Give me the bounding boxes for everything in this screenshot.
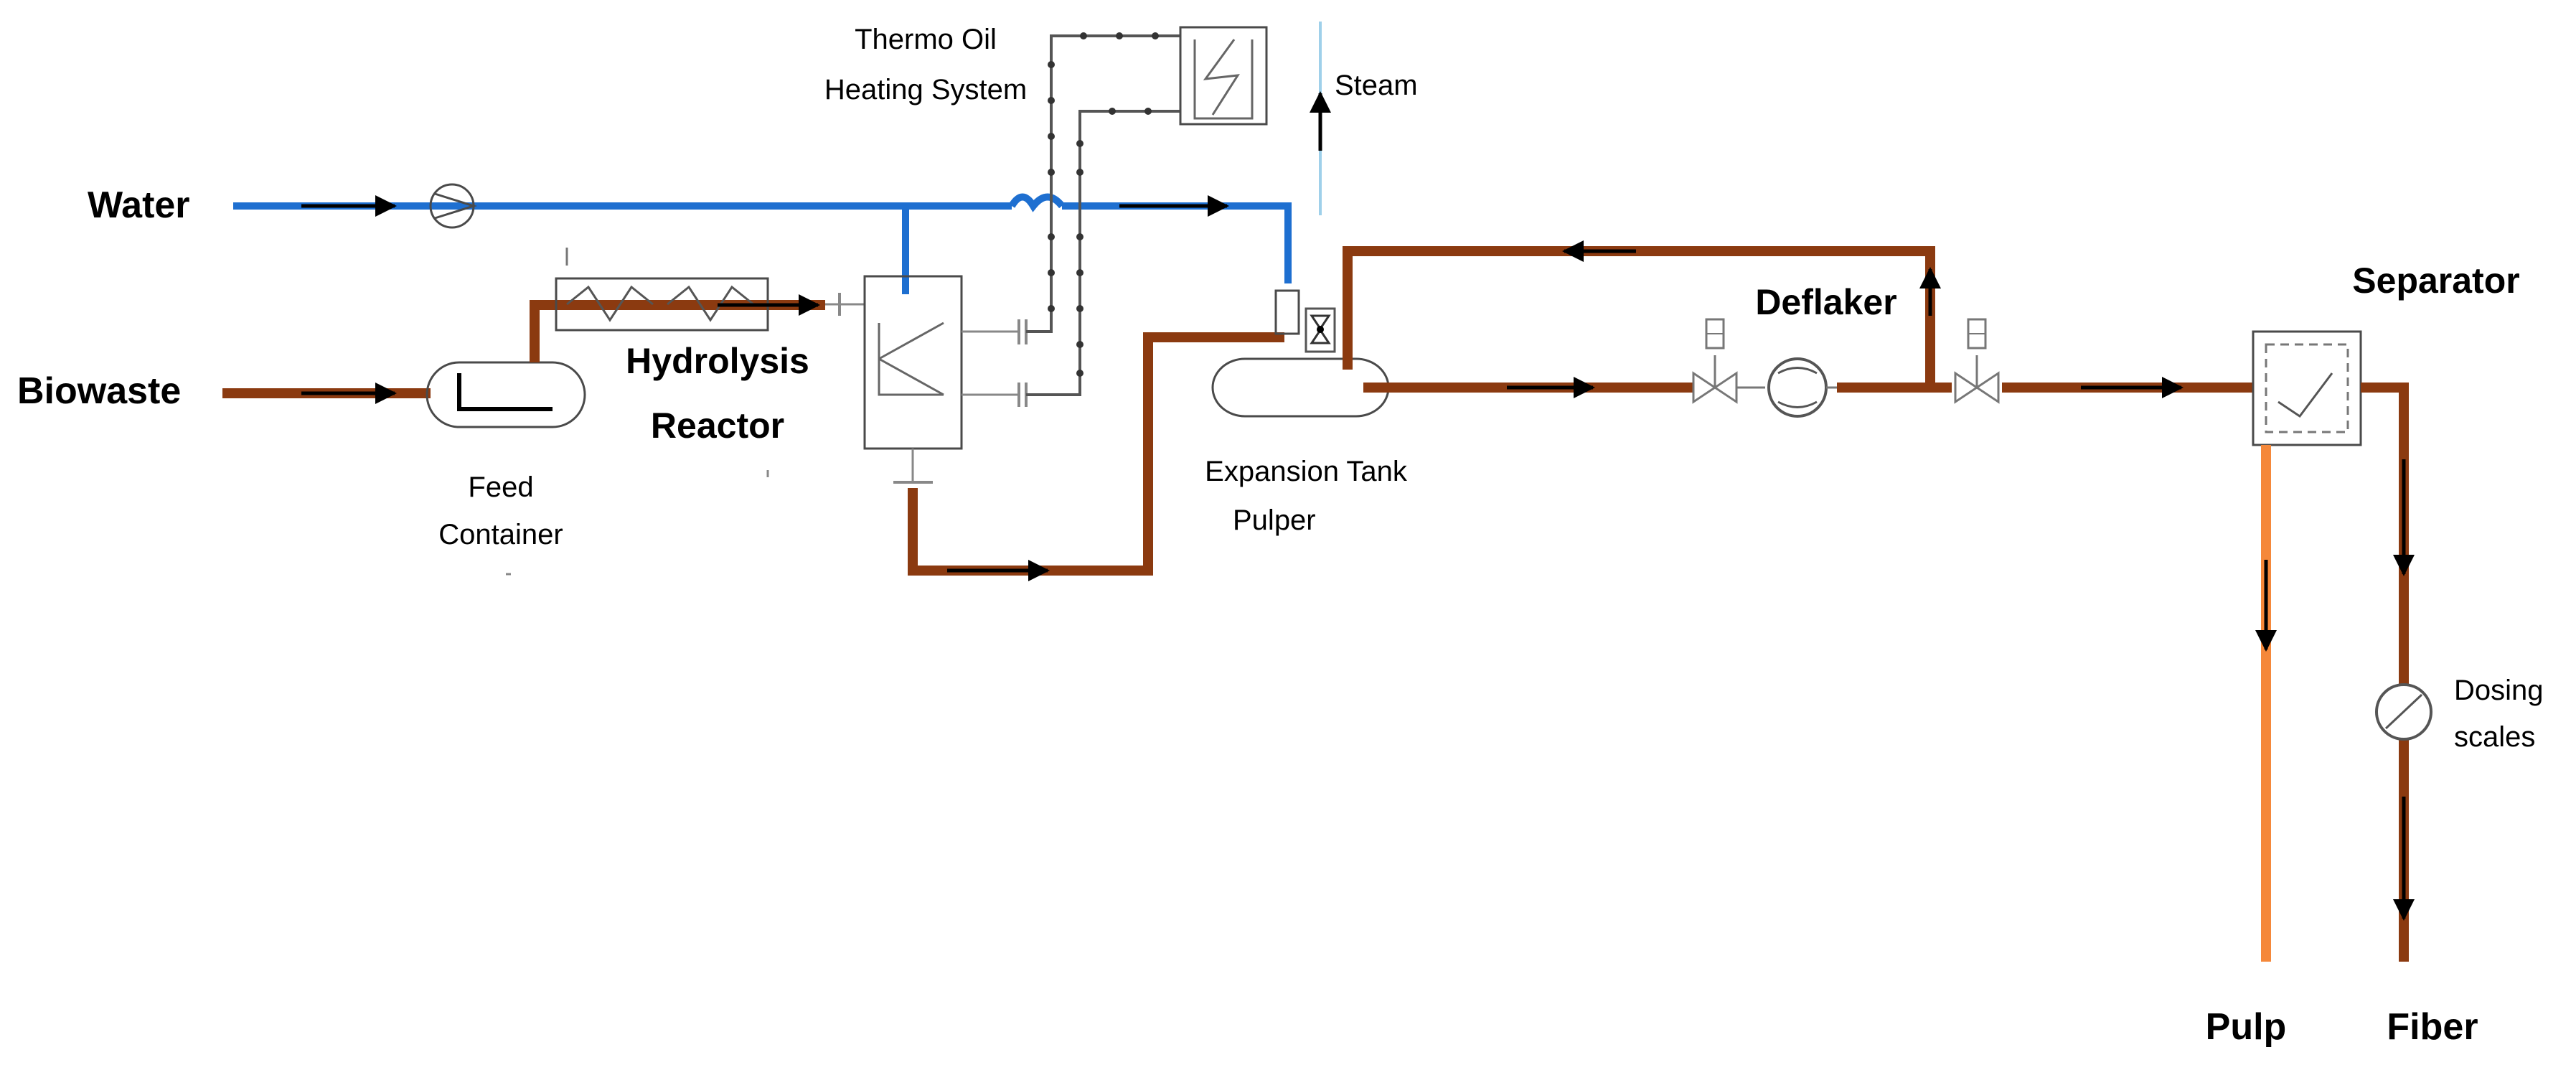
thermo-oil-heater-icon [1179,26,1268,126]
water-label: Water [88,184,190,226]
thermo-oil-lines [1026,32,1180,396]
valve-2-icon [1954,318,2000,404]
stray-marks [506,470,769,576]
scales-label: scales [2454,721,2535,753]
expansion-tank-label: Expansion Tank [1205,456,1408,487]
feed-label: Feed [468,471,533,503]
hydrolysis-label: Hydrolysis [626,341,809,381]
reactor-label: Reactor [651,405,784,446]
thermo-oil-label: Thermo Oil [855,24,997,55]
dosing-label: Dosing [2454,675,2544,706]
biowaste-label: Biowaste [17,370,181,412]
hydrolysis-reactor-icon [863,275,1028,484]
fiber-label: Fiber [2387,1006,2478,1048]
valve-1-icon [1692,318,1738,404]
deflaker-icon [1736,357,1837,418]
container-label: Container [438,519,563,550]
fiber-line [2361,383,2409,962]
pulp-label: Pulp [2206,1006,2287,1048]
steam-label: Steam [1335,70,1418,101]
heating-system-label: Heating System [824,74,1027,105]
flow-arrows [301,195,2415,921]
deflaker-label: Deflaker [1755,282,1896,322]
water-pump-icon [429,183,477,229]
reactor-inlet-flange [825,293,865,316]
preheater-icon [555,248,769,332]
pulper-label: Pulper [1233,505,1316,536]
reactor-to-expansion-line [908,332,1284,576]
recycle-loop-line [1343,246,1935,388]
expansion-tank-icon [1211,289,1390,418]
feed-container-icon [426,361,586,428]
separator-icon [2252,330,2362,446]
separator-label: Separator [2352,261,2519,301]
dosing-scales-icon [2375,683,2432,741]
water-line [233,193,1292,294]
